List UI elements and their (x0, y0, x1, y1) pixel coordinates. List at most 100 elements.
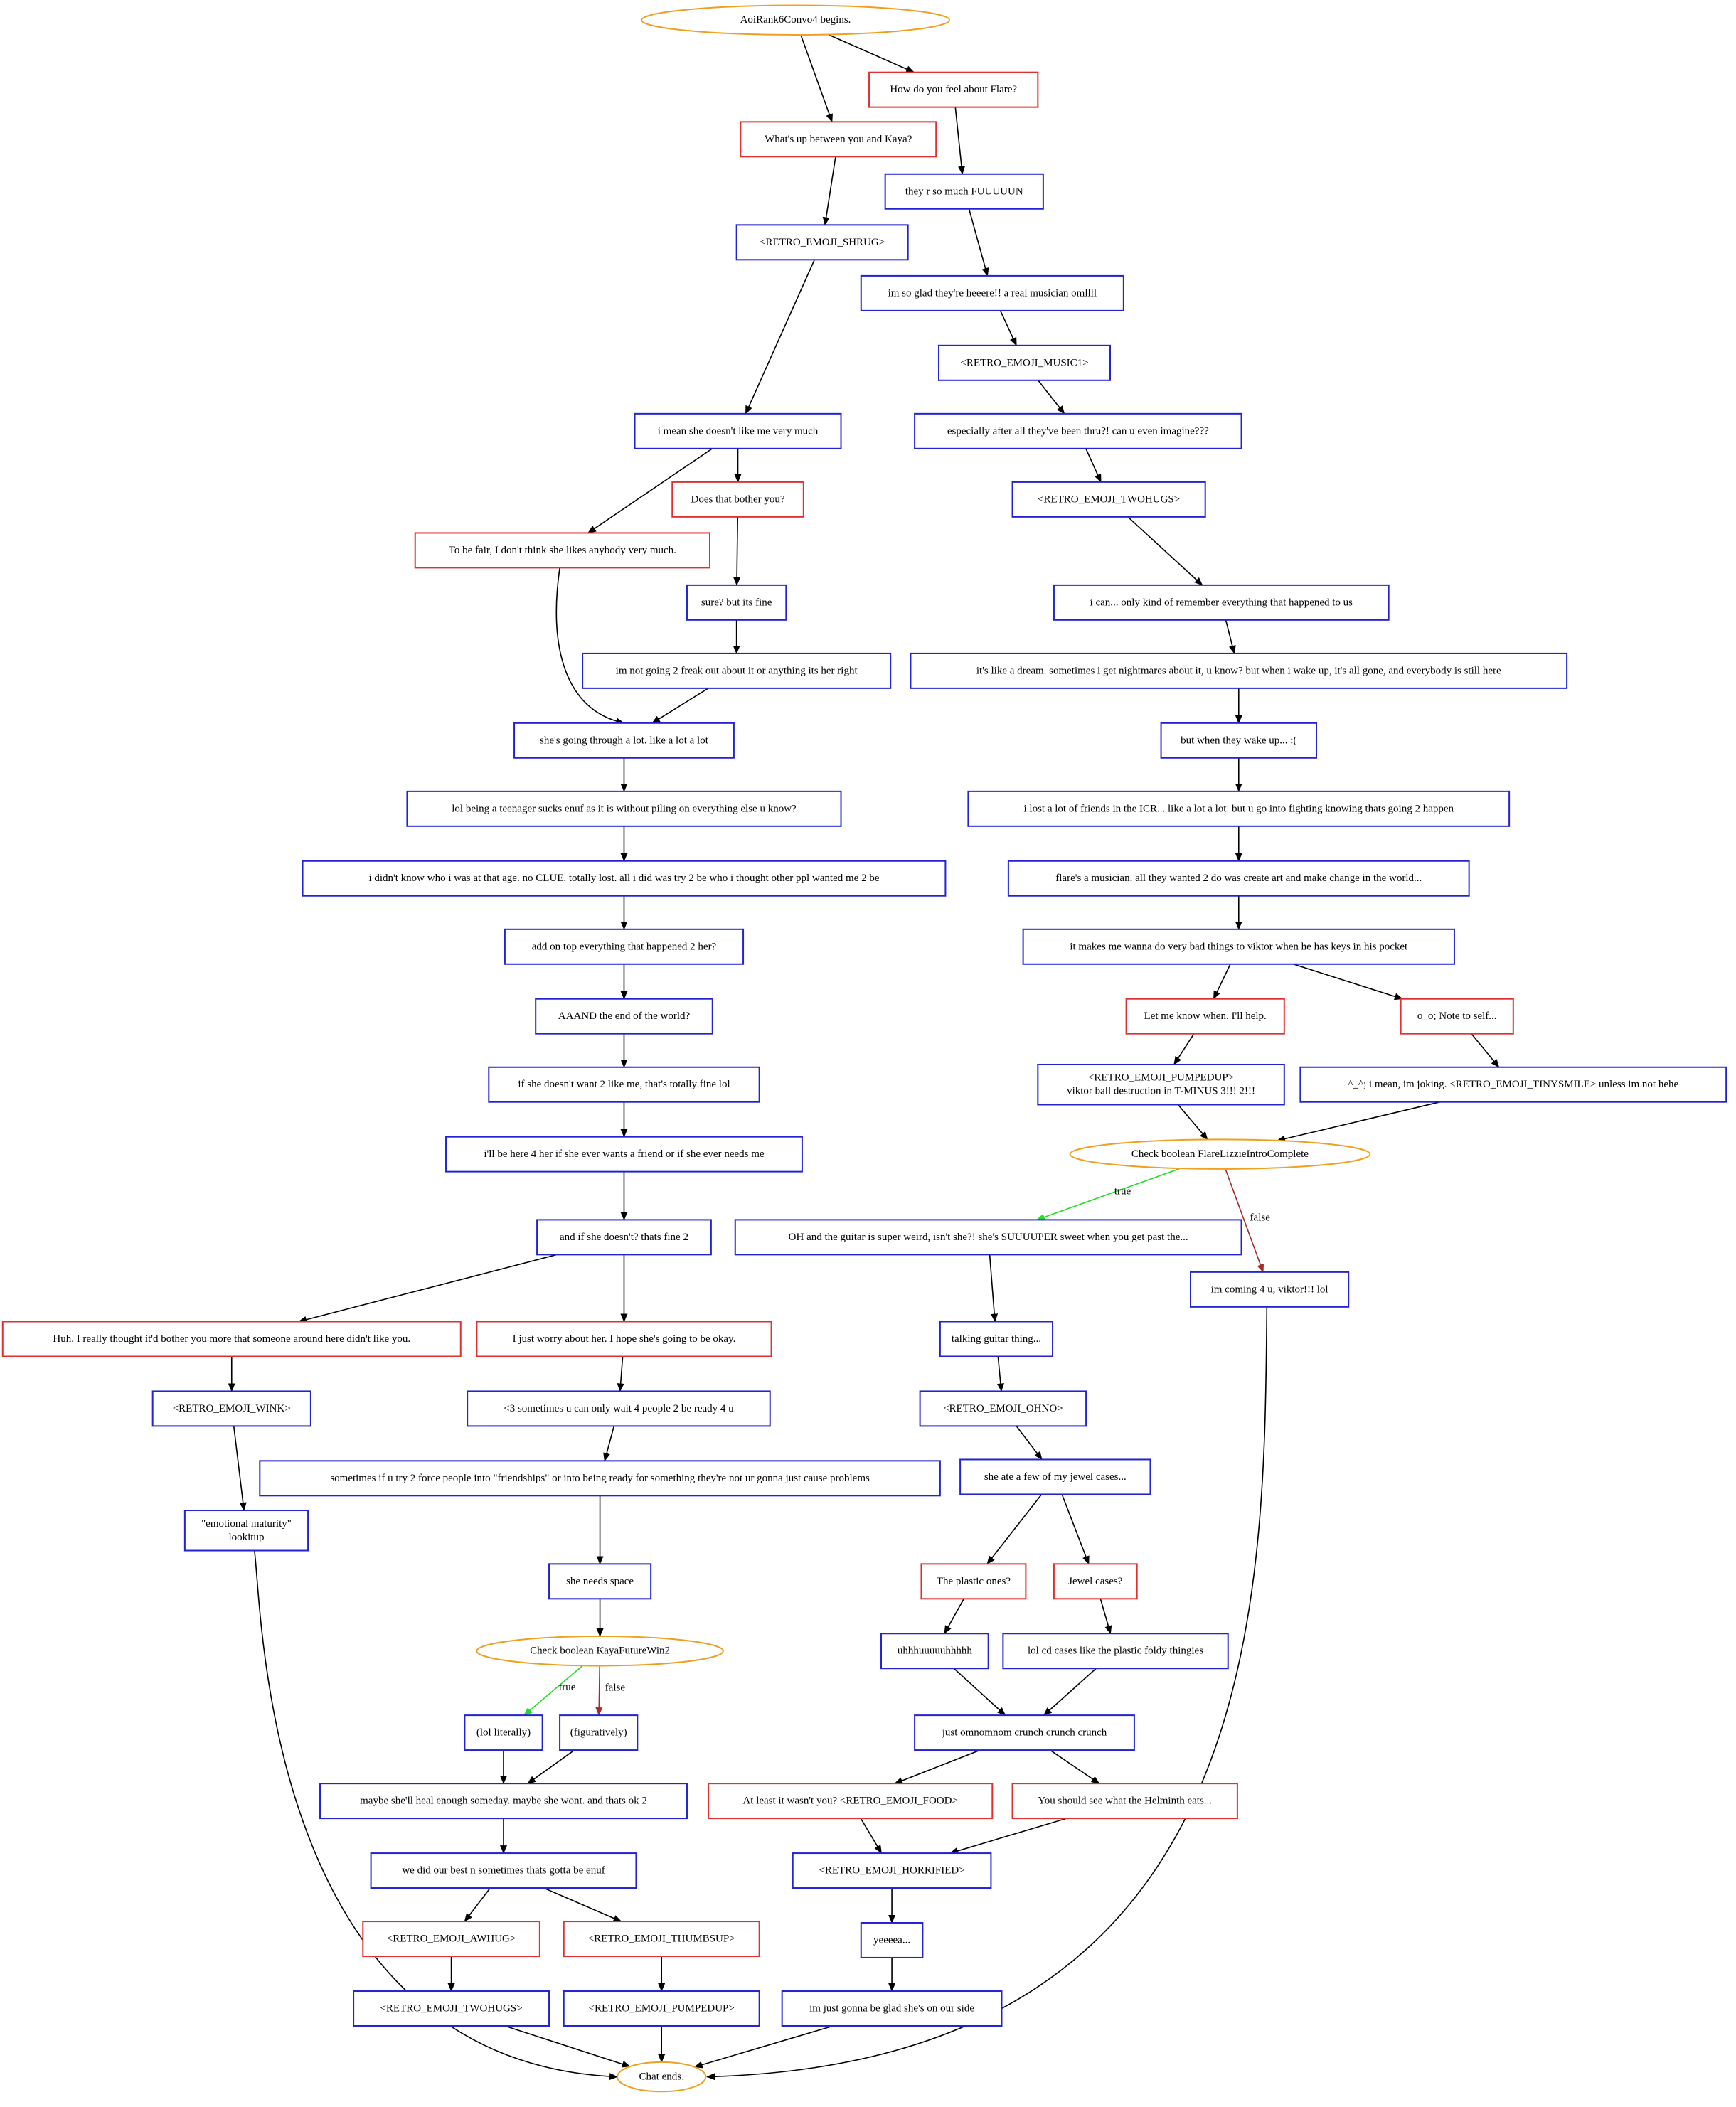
edge-viktor-to-note (1293, 963, 1403, 1001)
edge-line (1177, 1104, 1208, 1141)
node-uhh: uhhhuuuuuhhhhh (880, 1633, 989, 1670)
node-shrug: <RETRO_EMOJI_SHRUG> (735, 224, 909, 261)
node-shape (884, 173, 1044, 210)
edge-line (651, 688, 709, 724)
edge-fine2-to-huh (298, 1254, 558, 1323)
edge-figuratively-to-heal (527, 1749, 575, 1784)
node-text: but when they wake up... :( (1181, 735, 1296, 746)
node-talking: talking guitar thing... (939, 1321, 1054, 1357)
node-text: lookitup (228, 1532, 264, 1543)
edge-note-to-joking (1471, 1033, 1500, 1068)
edge-line (1099, 1599, 1112, 1635)
edge-label-false: false (605, 1682, 626, 1693)
node-yeeea: yeeeea... (860, 1921, 924, 1958)
node-shape (735, 224, 909, 261)
node-text: Huh. I really thought it'd bother you mo… (53, 1333, 410, 1345)
edge-pumped_r-to-check_flare (1177, 1104, 1208, 1141)
node-sure: sure? but its fine (686, 584, 787, 621)
node-shape (937, 344, 1112, 381)
edge-line (986, 1493, 1043, 1565)
edge-line (996, 1356, 1004, 1392)
node-clue: i didn't know who i was at that age. no … (302, 860, 947, 897)
node-text: flare's a musician. all they wanted 2 do… (1055, 873, 1422, 884)
edge-crunch-to-helminth (1050, 1749, 1100, 1784)
node-text: <RETRO_EMOJI_HORRIFIED> (819, 1865, 964, 1877)
node-figuratively: (figuratively) (559, 1714, 639, 1751)
edge-line (1050, 1749, 1100, 1784)
node-glad: im so glad they're heeere!! a real music… (860, 274, 1124, 311)
node-literally: (lol literally) (464, 1714, 543, 1751)
edge-freak-to-alot (651, 688, 709, 724)
edge-line (949, 1818, 1067, 1855)
node-best: we did our best n sometimes thats gotta … (370, 1852, 637, 1889)
node-text: if she doesn't want 2 like me, that's to… (518, 1079, 730, 1090)
node-text: AAAND the end of the world? (558, 1010, 691, 1022)
edge-guitar-to-talking (989, 1254, 999, 1323)
edge-imagine-to-twohugs_r (1085, 448, 1102, 483)
node-text: i can... only kind of remember everythin… (1090, 597, 1353, 608)
node-ifshe: if she doesn't want 2 like me, that's to… (488, 1066, 760, 1103)
node-plastic_q: The plastic ones? (920, 1563, 1027, 1600)
node-awhug: <RETRO_EMOJI_AWHUG> (362, 1921, 540, 1958)
node-wakeup: but when they wake up... :( (1160, 722, 1317, 759)
edge-music1-to-imagine (1038, 380, 1065, 415)
node-text: <RETRO_EMOJI_PUMPEDUP> (589, 2003, 735, 2015)
node-text: viktor ball destruction in T-MINUS 3!!! … (1067, 1086, 1255, 1097)
node-shape (319, 1783, 688, 1820)
edge-line (595, 1665, 603, 1717)
node-text: it's like a dream. sometimes i get night… (976, 665, 1501, 676)
node-shape (640, 4, 951, 36)
node-shape (914, 1714, 1135, 1751)
edge-line (1038, 380, 1065, 415)
edge-twohugs_l-to-end (504, 2025, 631, 2068)
node-text: The plastic ones? (937, 1576, 1011, 1587)
edge-talking-to-ohno (996, 1356, 1004, 1392)
edge-ourside-to-end (693, 2025, 834, 2069)
node-ohno: <RETRO_EMOJI_OHNO> (919, 1390, 1087, 1427)
edge-line (1036, 1168, 1181, 1221)
node-alot: she's going through a lot. like a lot a … (513, 722, 735, 759)
node-text: uhhhuuuuuhhhhh (898, 1645, 973, 1657)
node-shape (860, 274, 1124, 311)
node-behere: i'll be here 4 her if she ever wants a f… (445, 1136, 803, 1173)
edge-check_kaya-to-literally: true (523, 1665, 583, 1716)
node-joking: ^_^; i mean, im joking. <RETRO_EMOJI_TIN… (1299, 1066, 1727, 1103)
node-freak: im not going 2 freak out about it or any… (582, 652, 892, 689)
node-shape (1053, 1563, 1138, 1600)
edge-lt3-to-force (603, 1426, 615, 1462)
node-thumbsup: <RETRO_EMOJI_THUMBSUP> (563, 1921, 760, 1958)
node-shape (1069, 1138, 1371, 1170)
edge-line (1225, 619, 1236, 654)
node-shape (464, 1714, 543, 1751)
node-text: she's going through a lot. like a lot a … (540, 735, 709, 746)
node-flare_q: How do you feel about Flare? (868, 71, 1039, 108)
node-shape (919, 1390, 1087, 1427)
node-shape (1053, 584, 1390, 621)
edge-line (953, 1668, 1006, 1716)
node-jewel: she ate a few of my jewel cases... (959, 1458, 1151, 1495)
edge-line (860, 1818, 883, 1854)
edge-ohno-to-jewel (1016, 1425, 1043, 1461)
node-text: <3 sometimes u can only wait 4 people 2 … (504, 1403, 734, 1414)
node-text: You should see what the Helminth eats... (1038, 1796, 1212, 1807)
edge-line (989, 1254, 999, 1323)
edge-best-to-thumbsup (543, 1887, 622, 1922)
node-start: AoiRank6Convo4 begins. (640, 4, 951, 36)
node-text: "emotional maturity" (201, 1518, 292, 1530)
edge-line (464, 1887, 491, 1922)
edge-letme-to-pumped_r (1173, 1033, 1195, 1065)
edge-glad-to-music1 (999, 310, 1017, 346)
edge-worry-to-lt3 (617, 1356, 624, 1392)
edge-jewel-to-plastic_q (986, 1493, 1043, 1565)
node-shape (781, 1990, 1003, 2027)
node-dream: it's like a dream. sometimes i get night… (910, 652, 1568, 689)
edge-line (800, 34, 833, 123)
node-shape (353, 1990, 550, 2027)
edge-line (1043, 1668, 1097, 1716)
edge-line (1016, 1425, 1043, 1461)
node-teenager: lol being a teenager sucks enuf as it is… (406, 790, 842, 827)
node-twohugs_l: <RETRO_EMOJI_TWOHUGS> (353, 1990, 550, 2027)
node-text: Does that bother you? (691, 494, 785, 505)
node-shape (548, 1563, 652, 1600)
edge-meanshe-to-tobefair (587, 448, 713, 534)
